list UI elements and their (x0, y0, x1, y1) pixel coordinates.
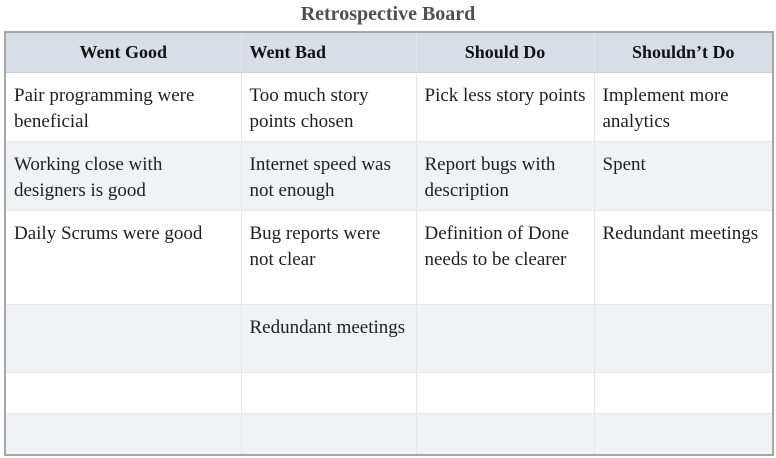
cell-went-good[interactable] (6, 304, 242, 373)
board-title: Retrospective Board (300, 3, 476, 25)
cell-went-bad[interactable] (241, 413, 417, 454)
cell-shouldnt-do[interactable]: Spent (594, 141, 772, 211)
cell-went-good[interactable]: Working close with designers is good (6, 141, 242, 211)
table-row: Working close with designers is good Int… (6, 141, 772, 211)
cell-should-do[interactable] (416, 413, 595, 454)
table-row (6, 413, 772, 454)
cell-should-do[interactable] (416, 372, 595, 414)
retrospective-board: Went Good Went Bad Should Do Shouldn’t D… (4, 31, 774, 456)
table-row (6, 372, 772, 414)
retrospective-table: Went Good Went Bad Should Do Shouldn’t D… (6, 33, 772, 454)
cell-went-good[interactable]: Pair programming were beneficial (6, 72, 242, 142)
cell-went-bad[interactable]: Bug reports were not clear (241, 210, 417, 305)
table-row: Daily Scrums were good Bug reports were … (6, 210, 772, 305)
table-row: Pair programming were beneficial Too muc… (6, 72, 772, 142)
cell-should-do[interactable]: Pick less story points (416, 72, 595, 142)
cell-went-bad[interactable] (241, 372, 417, 414)
table-row: Redundant meetings (6, 304, 772, 373)
column-header-went-bad: Went Bad (241, 33, 417, 73)
cell-went-bad[interactable]: Internet speed was not enough (241, 141, 417, 211)
cell-went-bad[interactable]: Redundant meetings (241, 304, 417, 373)
column-header-shouldnt-do: Shouldn’t Do (594, 33, 772, 73)
cell-shouldnt-do[interactable] (594, 413, 772, 454)
cell-shouldnt-do[interactable] (594, 372, 772, 414)
cell-went-good[interactable] (6, 413, 242, 454)
column-header-should-do: Should Do (416, 33, 595, 73)
cell-should-do[interactable]: Definition of Done needs to be clearer (416, 210, 595, 305)
cell-shouldnt-do[interactable]: Redundant meetings (594, 210, 772, 305)
cell-went-good[interactable] (6, 372, 242, 414)
header-row: Went Good Went Bad Should Do Shouldn’t D… (6, 33, 772, 73)
cell-should-do[interactable]: Report bugs with description (416, 141, 595, 211)
cell-should-do[interactable] (416, 304, 595, 373)
cell-shouldnt-do[interactable]: Implement more analytics (594, 72, 772, 142)
cell-went-good[interactable]: Daily Scrums were good (6, 210, 242, 305)
column-header-went-good: Went Good (6, 33, 242, 73)
cell-shouldnt-do[interactable] (594, 304, 772, 373)
cell-went-bad[interactable]: Too much story points chosen (241, 72, 417, 142)
